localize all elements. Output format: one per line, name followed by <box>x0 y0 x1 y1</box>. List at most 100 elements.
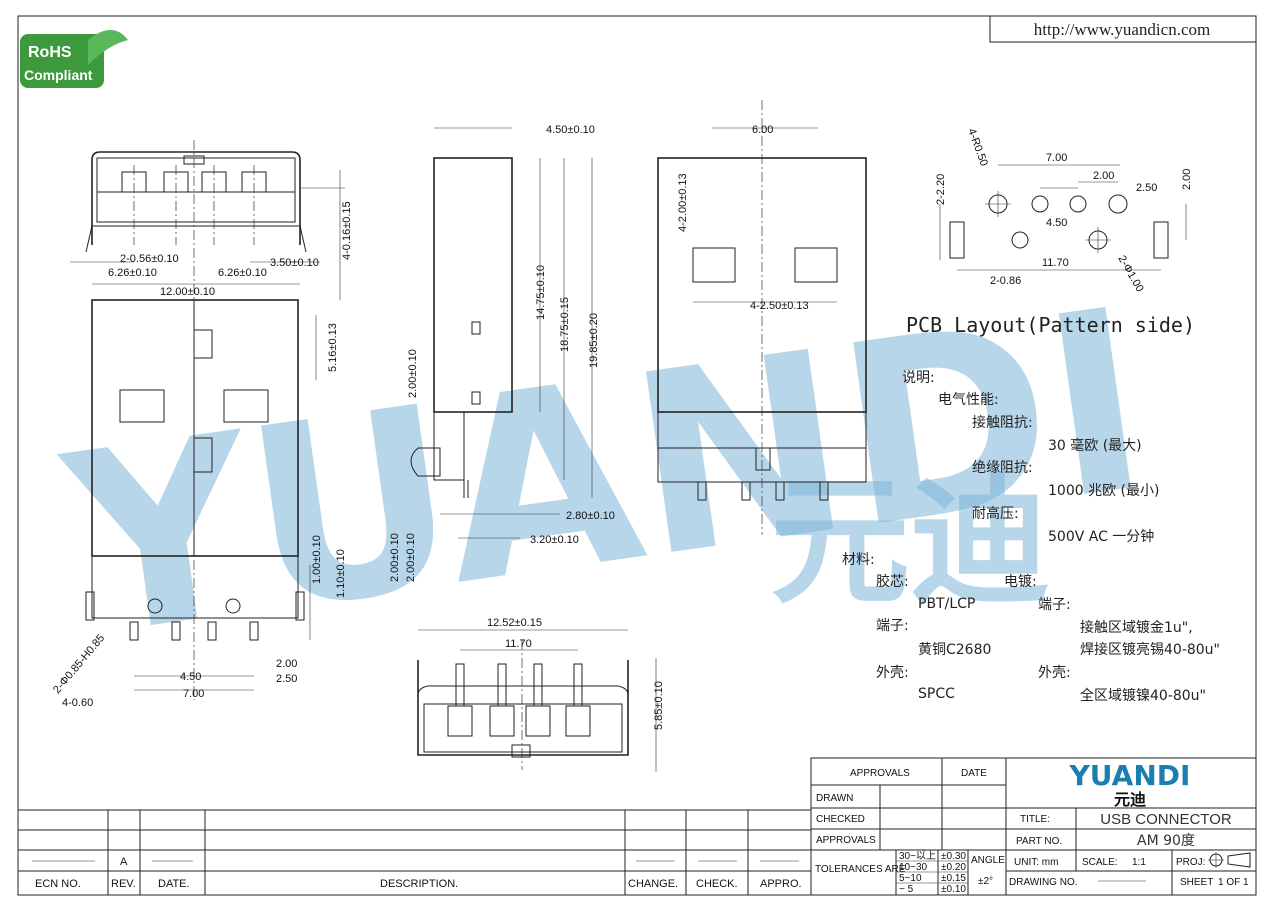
dim-pcb-200b: 2.00 <box>1181 169 1193 190</box>
tb-tol-range-1: 10~30 <box>899 862 928 873</box>
tb-part-label: PART NO. <box>1016 836 1062 847</box>
url-box <box>989 15 1257 43</box>
dim-l3: 19.85±0.20 <box>588 313 600 368</box>
rev-header-appro: APPRO. <box>760 878 802 890</box>
tb-tol-value-2: ±0.15 <box>941 873 966 884</box>
tb-sheet-value: 1 OF 1 <box>1218 877 1249 888</box>
notes-material: 材料: <box>842 552 875 568</box>
dim-end-inner: 11.70 <box>505 638 532 650</box>
dim-pin: 4-0.60 <box>62 697 93 709</box>
notes-heading: 说明: <box>902 370 935 386</box>
tb-tol-value-1: ±0.20 <box>941 862 966 873</box>
revision-block: A ECN NO. REV. DATE. DESCRIPTION. CHANGE… <box>18 809 811 895</box>
dim-pcb-radius: 4-R0.50 <box>965 127 990 168</box>
dim-end-outer: 12.52±0.15 <box>487 617 542 629</box>
dim-pin-width: 2-0.56±0.10 <box>120 253 179 265</box>
tb-tol-range-3: ~ 5 <box>899 884 914 895</box>
dim-h200c: 2.00±0.10 <box>405 533 417 582</box>
rev-value: A <box>120 856 128 868</box>
tb-unit: UNIT: mm <box>1014 857 1058 868</box>
notes-contact-value: 30 毫欧 (最大) <box>1048 437 1142 454</box>
dim-pcb-220: 2-2.20 <box>935 174 947 205</box>
tb-tolerances: TOLERANCES ARE <box>815 864 906 875</box>
notes-withstand-value: 500V AC 一分钟 <box>1048 528 1154 545</box>
compliant-text: Compliant <box>24 67 93 83</box>
end-view: 12.52±0.15 11.70 5.85±0.10 <box>417 617 665 772</box>
tb-approvals2: APPROVALS <box>816 835 876 846</box>
bottom-view: 6.00 4-2.00±0.13 4-2.50±0.13 <box>657 100 867 535</box>
dim-bottom-width: 6.00 <box>752 124 773 136</box>
tb-proj: PROJ: <box>1176 857 1205 868</box>
tb-title-label: TITLE: <box>1020 814 1050 825</box>
notes: 说明: 电气性能: 接触阻抗: 30 毫欧 (最大) 绝缘阻抗: 1000 兆欧… <box>842 370 1220 704</box>
tb-drawn: DRAWN <box>816 793 853 804</box>
watermark-chinese: 元迪 <box>770 461 1050 624</box>
pcb-title: PCB Layout(Pattern side) <box>906 313 1195 337</box>
pcb-layout: 4-R0.50 2-2.20 7.00 2.00 2.50 2.00 4.50 … <box>906 127 1195 337</box>
tb-tol-range-0: 30~以上 <box>899 850 936 862</box>
notes-housing-value: PBT/LCP <box>918 596 975 612</box>
website-url: http://www.yuandicn.com <box>1034 20 1210 39</box>
dim-pcb-1170: 11.70 <box>1042 257 1069 269</box>
title-block: APPROVALS DATE DRAWN CHECKED APPROVALS T… <box>810 757 1257 896</box>
dim-spring-pos: 4-2.00±0.13 <box>677 173 689 232</box>
notes-terminal: 端子: <box>876 618 909 634</box>
notes-terminal-plating-2: 焊接区镀亮锡40-80u" <box>1080 641 1220 658</box>
tb-logo: YUANDI <box>1069 759 1191 792</box>
sheet-border <box>17 15 1257 896</box>
notes-contact-resistance: 接触阻抗: <box>972 414 1033 431</box>
dim-pcb-700: 7.00 <box>1046 152 1067 164</box>
tb-part-value: AM 90度 <box>1137 833 1195 849</box>
dim-pitch-right: 6.26±0.10 <box>218 267 267 279</box>
rohs-logo: RoHS Compliant <box>20 30 128 88</box>
dim-d1: 1.00±0.10 <box>311 535 323 584</box>
rohs-text: RoHS <box>28 44 72 61</box>
dim-window: 5.16±0.13 <box>327 323 339 372</box>
rev-header-description: DESCRIPTION. <box>380 878 458 890</box>
dim-offset: 3.50±0.10 <box>270 257 319 269</box>
tb-angle: ANGLE <box>971 855 1005 866</box>
dim-l1: 14.75±0.10 <box>535 265 547 320</box>
tb-title-value: USB CONNECTOR <box>1100 811 1232 828</box>
dim-end-height: 5.85±0.10 <box>653 681 665 730</box>
watermark: YUANDI 元迪 <box>49 254 1162 693</box>
notes-housing: 胶芯: <box>876 573 909 590</box>
side-view: 4.50±0.10 14.75±0.10 18.75±0.15 19.85±0.… <box>389 124 615 582</box>
dim-pcb-450: 4.50 <box>1046 217 1067 229</box>
notes-shell-plating-value: 全区域镀镍40-80u" <box>1080 687 1206 704</box>
notes-shell-value: SPCC <box>918 686 955 702</box>
dim-450: 4.50 <box>180 671 201 683</box>
notes-terminal-plating-1: 接触区域镀金1u", <box>1080 619 1193 636</box>
dim-l2: 18.75±0.15 <box>559 297 571 352</box>
tb-approvals: APPROVALS <box>850 768 910 779</box>
notes-plating: 电镀: <box>1004 573 1037 590</box>
dim-spring-len: 4-2.50±0.13 <box>750 300 809 312</box>
dim-pitch-left: 6.26±0.10 <box>108 267 157 279</box>
notes-electrical: 电气性能: <box>938 392 999 408</box>
notes-insulation: 绝缘阻抗: <box>972 460 1033 476</box>
dim-pcb-086: 2-0.86 <box>990 275 1021 287</box>
notes-shell: 外壳: <box>876 664 909 681</box>
notes-insulation-value: 1000 兆欧 (最小) <box>1048 483 1159 499</box>
rev-header-date: DATE. <box>158 878 190 890</box>
notes-shell-plating: 外壳: <box>1038 664 1071 681</box>
dim-d2: 1.10±0.10 <box>335 549 347 598</box>
tb-tol-range-2: 5~10 <box>899 873 922 884</box>
projection-icon <box>1208 852 1251 868</box>
rev-header-ecn: ECN NO. <box>35 878 81 890</box>
dim-h200a: 2.00±0.10 <box>407 349 419 398</box>
rev-header-rev: REV. <box>111 878 136 890</box>
tb-sheet: SHEET <box>1180 877 1213 888</box>
dim-w280: 2.80±0.10 <box>566 510 615 522</box>
tb-checked: CHECKED <box>816 814 865 825</box>
dim-pcb-250: 2.50 <box>1136 182 1157 194</box>
tb-drawing-no: DRAWING NO. <box>1009 877 1078 888</box>
dim-w320: 3.20±0.10 <box>530 534 579 546</box>
rev-header-check: CHECK. <box>696 878 738 890</box>
front-view: 2-0.56±0.10 6.26±0.10 6.26±0.10 3.50±0.1… <box>70 140 353 300</box>
tb-tol-value-3: ±0.10 <box>941 884 966 895</box>
rev-header-change: CHANGE. <box>628 878 678 890</box>
tb-angle-value: ±2° <box>978 876 993 887</box>
dim-250: 2.50 <box>276 673 297 685</box>
